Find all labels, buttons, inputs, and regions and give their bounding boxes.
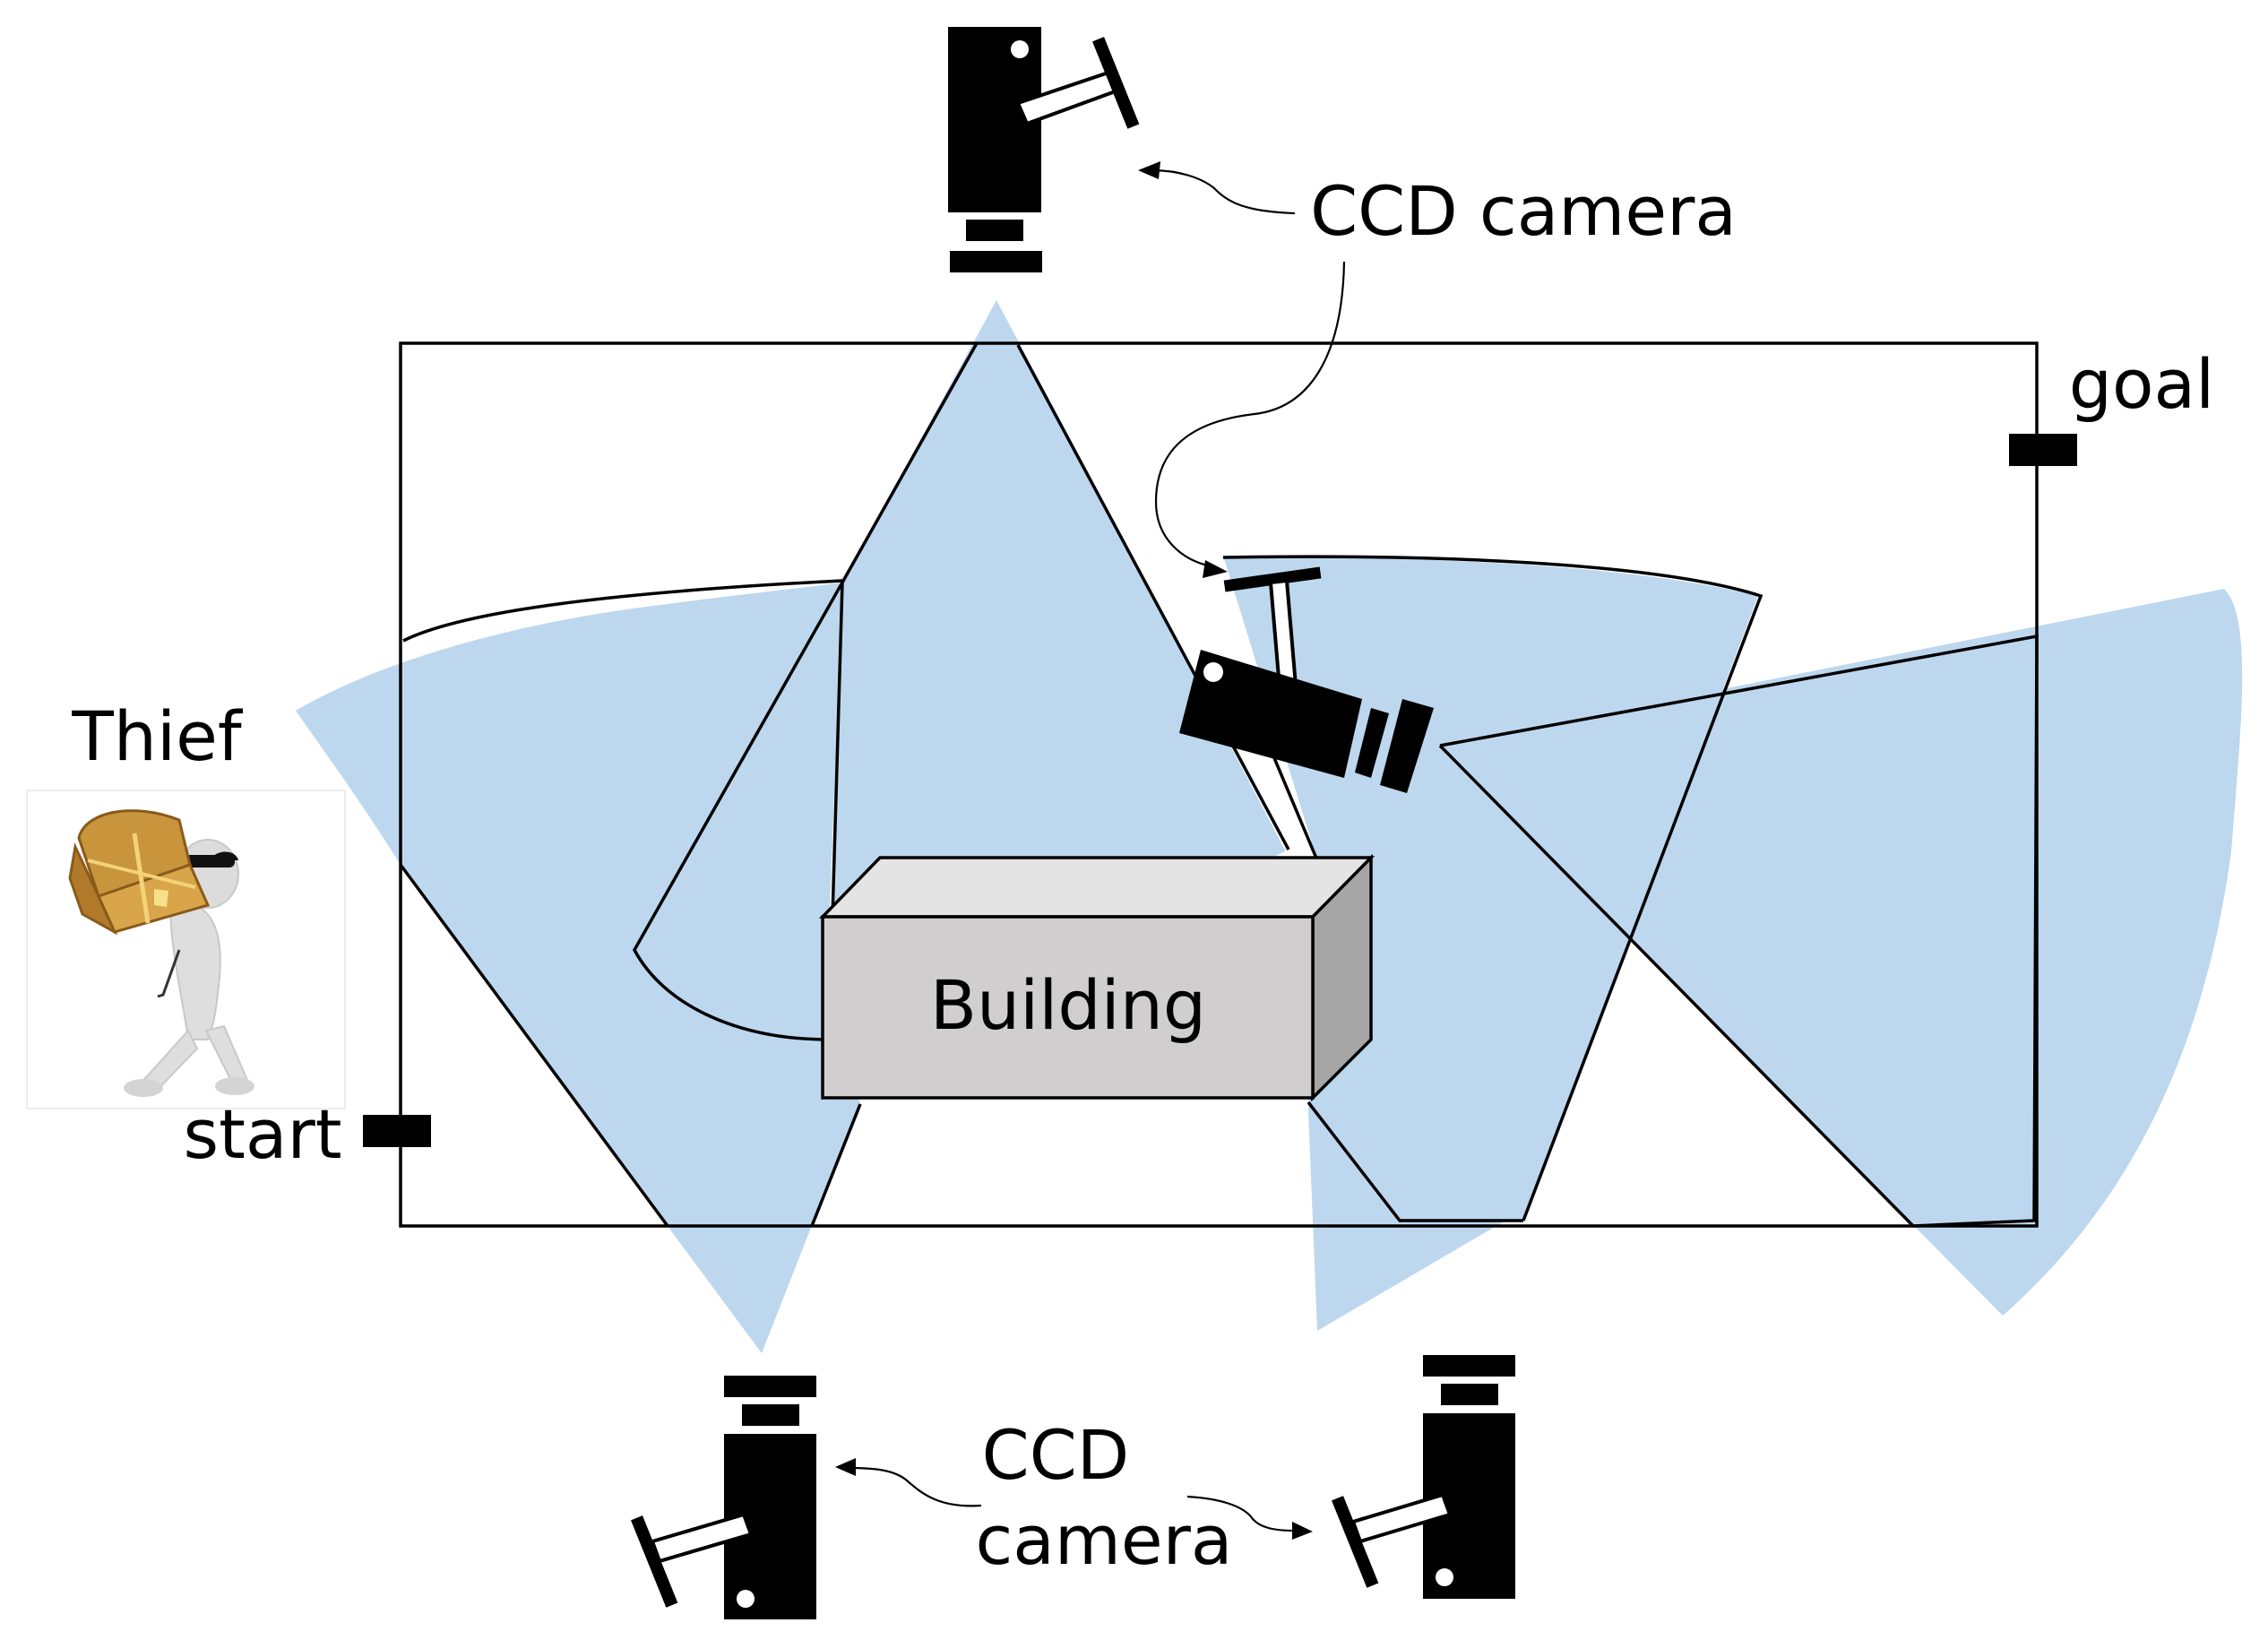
goal-marker xyxy=(2009,434,2077,466)
thief-label: Thief xyxy=(71,696,243,776)
start-marker xyxy=(363,1115,431,1147)
fov-right-camera xyxy=(1440,589,2243,1316)
fov-left-fan xyxy=(296,583,842,1049)
cctv-camera-bottom-left-icon xyxy=(631,1376,816,1619)
ccd-camera-label-bottom-line1: CCD xyxy=(982,1415,1130,1495)
goal-label: goal xyxy=(2069,344,2214,424)
thief-carrying-treasure-chest-icon xyxy=(26,790,346,1109)
building-top xyxy=(818,856,1375,919)
building-front xyxy=(821,915,1315,1100)
fov-outlines xyxy=(399,342,2039,1228)
camera-fields-of-view xyxy=(296,300,2243,1353)
ccd-camera-label-bottom-line2: camera xyxy=(976,1500,1233,1580)
treasure-chest-icon xyxy=(68,809,211,936)
cctv-camera-top-icon xyxy=(948,27,1140,272)
leader-arrows xyxy=(835,161,1346,1540)
ccd-camera-label-top: CCD camera xyxy=(1310,171,1737,251)
fov-bottom-left-camera xyxy=(296,583,860,1353)
building: Building xyxy=(818,853,1375,1102)
cctv-camera-bottom-right-icon xyxy=(1332,1355,1515,1599)
cctv-camera-middle-icon xyxy=(1179,566,1434,793)
building-label: Building xyxy=(930,965,1206,1045)
fov-top-camera xyxy=(775,300,1289,1161)
